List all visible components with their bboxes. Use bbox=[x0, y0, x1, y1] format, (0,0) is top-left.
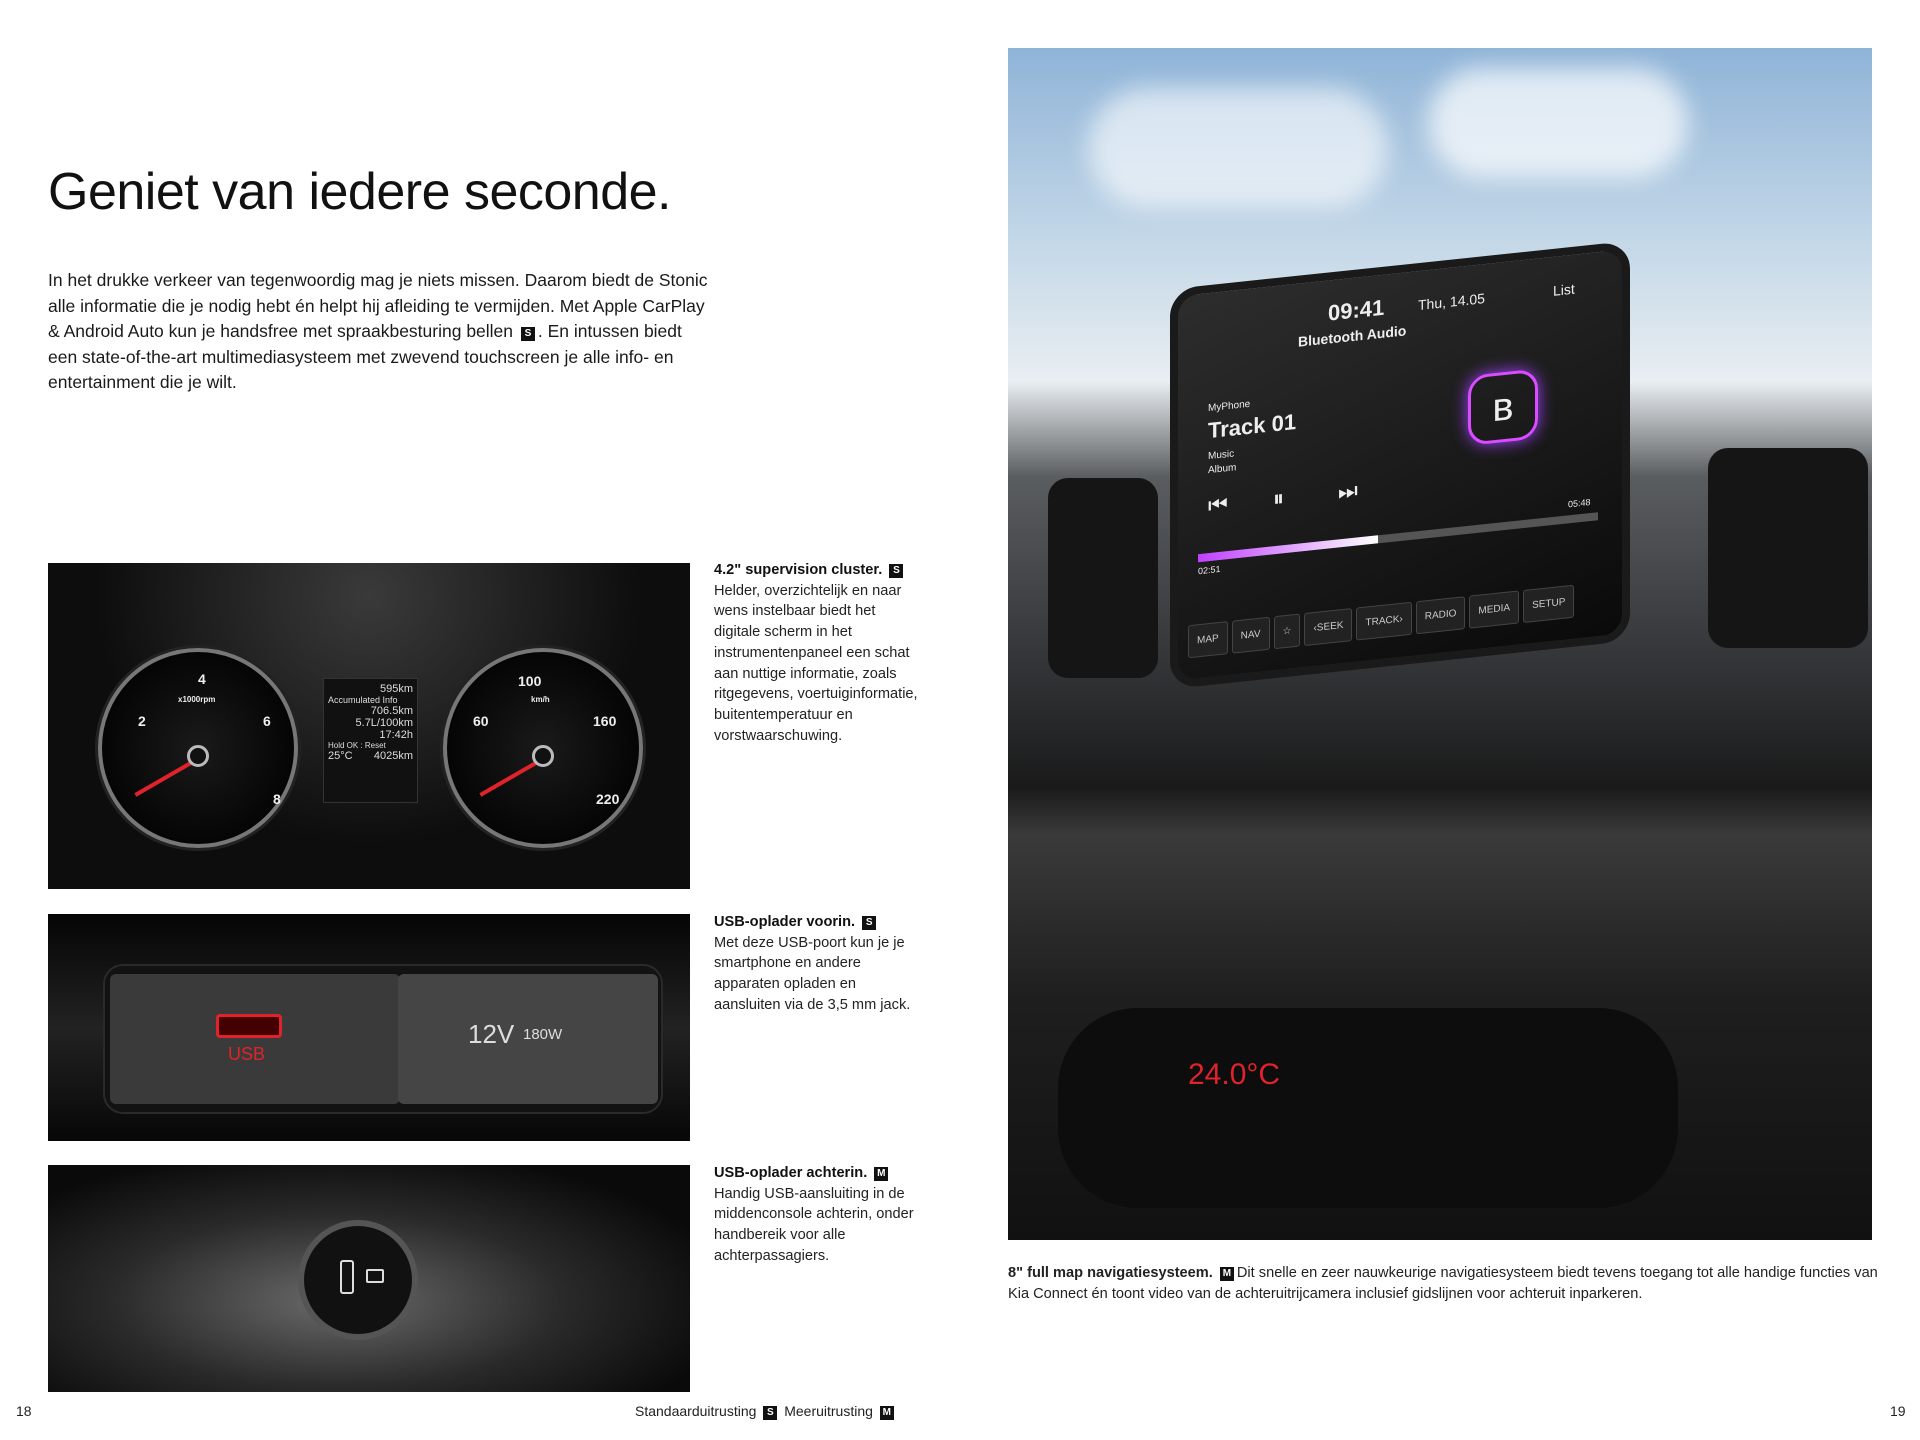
lcd-line: 595km bbox=[379, 683, 413, 695]
power-panel bbox=[398, 974, 658, 1104]
track-button[interactable]: TRACK› bbox=[1356, 601, 1412, 641]
usb-front-photo: USB 12V 180W bbox=[48, 914, 690, 1141]
intro-paragraph: In het drukke verkeer van tegenwoordig m… bbox=[48, 268, 708, 396]
radio-button[interactable]: RADIO bbox=[1415, 596, 1466, 635]
intro-text: In het drukke verkeer van tegenwoordig m… bbox=[48, 270, 708, 341]
setup-button[interactable]: SETUP bbox=[1523, 584, 1575, 624]
screen-device: MyPhone bbox=[1208, 398, 1251, 415]
usb-rear-photo bbox=[48, 1165, 690, 1392]
usb-label: USB bbox=[228, 1044, 266, 1064]
usb-rear-socket bbox=[298, 1220, 418, 1340]
favorite-button[interactable]: ☆ bbox=[1273, 613, 1301, 650]
speed-unit: km/h bbox=[531, 695, 550, 704]
list-button[interactable]: List bbox=[1553, 280, 1575, 299]
infotainment-screen[interactable]: 09:41 Thu, 14.05 List Bluetooth Audio My… bbox=[1170, 240, 1630, 690]
air-vent-left bbox=[1048, 478, 1158, 678]
lcd-line: 17:42h bbox=[379, 729, 413, 741]
rpm-label: 6 bbox=[263, 713, 271, 729]
lcd-line: 25°C 4025km bbox=[328, 750, 413, 762]
feature-text: Handig USB-aansluiting in de middenconso… bbox=[714, 1185, 914, 1264]
total-time: 05:48 bbox=[1568, 496, 1591, 510]
speed-label: 100 bbox=[518, 673, 542, 689]
rpm-label: 2 bbox=[138, 713, 146, 729]
legend-standard: Standaarduitrusting bbox=[635, 1403, 757, 1419]
standard-badge: S bbox=[862, 916, 877, 930]
media-button[interactable]: MEDIA bbox=[1469, 590, 1520, 629]
cloud bbox=[1088, 88, 1388, 208]
elapsed-time: 02:51 bbox=[1198, 563, 1221, 577]
standard-badge: S bbox=[889, 564, 904, 578]
page-number-right: 19 bbox=[1890, 1403, 1906, 1419]
standard-badge: S bbox=[520, 327, 535, 341]
feature-text: Met deze USB-poort kun je je smartphone … bbox=[714, 934, 911, 1013]
lcd-line: 5.7L/100km bbox=[355, 717, 413, 729]
screen-source: Bluetooth Audio bbox=[1298, 322, 1407, 350]
feature-text: Helder, overzichtelijk en naar wens inst… bbox=[714, 582, 918, 744]
page-title: Geniet van iedere seconde. bbox=[48, 163, 671, 221]
power-label: 12V bbox=[468, 1019, 515, 1049]
speed-label: 220 bbox=[596, 791, 620, 807]
usb-panel bbox=[110, 974, 400, 1104]
rpm-hub bbox=[187, 745, 209, 767]
legend: Standaarduitrusting S Meeruitrusting M bbox=[635, 1403, 897, 1420]
usb-port-icon bbox=[340, 1260, 354, 1294]
speed-hub bbox=[532, 745, 554, 767]
cloud bbox=[1428, 68, 1688, 178]
intro-text-2: . En intussen biedt een state-of-the-art… bbox=[48, 321, 682, 392]
lcd-line: 706.5km bbox=[370, 705, 413, 717]
progress-bar[interactable] bbox=[1198, 512, 1598, 563]
charging-icon bbox=[366, 1269, 384, 1283]
page-number-left: 18 bbox=[16, 1403, 32, 1419]
next-track-icon[interactable]: ⏭ bbox=[1338, 477, 1358, 505]
map-button[interactable]: MAP bbox=[1188, 621, 1228, 659]
screen-artist: Music bbox=[1208, 448, 1235, 463]
cluster-photo: 4 2 6 8 x1000rpm 595km Accumulated Info … bbox=[48, 563, 690, 889]
rpm-label: 8 bbox=[273, 791, 281, 807]
optional-badge: M bbox=[874, 1167, 889, 1181]
nav-button[interactable]: NAV bbox=[1231, 616, 1270, 654]
speed-label: 160 bbox=[593, 713, 617, 729]
climate-panel bbox=[1058, 1008, 1678, 1208]
seek-button[interactable]: ‹SEEK bbox=[1304, 607, 1353, 647]
pause-icon[interactable]: ⏸ bbox=[1273, 485, 1285, 512]
lcd-line: Hold OK : Reset bbox=[328, 741, 386, 750]
rpm-label: 4 bbox=[198, 671, 206, 687]
optional-badge: M bbox=[879, 1406, 894, 1420]
screen-time: 09:41 bbox=[1328, 294, 1385, 326]
watt-label: 180W bbox=[523, 1026, 563, 1043]
rpm-unit: x1000rpm bbox=[178, 695, 216, 704]
screen-track: Track 01 bbox=[1208, 408, 1297, 444]
screen-album: Album bbox=[1208, 462, 1237, 477]
cluster-lcd: 595km Accumulated Info 706.5km 5.7L/100k… bbox=[323, 678, 418, 803]
standard-badge: S bbox=[763, 1406, 778, 1420]
optional-badge: M bbox=[1219, 1267, 1234, 1281]
screen-date: Thu, 14.05 bbox=[1418, 290, 1485, 314]
climate-temp: 24.0°C bbox=[1188, 1058, 1281, 1091]
bluetooth-icon: ʙ bbox=[1468, 368, 1538, 446]
prev-track-icon[interactable]: ⏮ bbox=[1208, 491, 1228, 519]
hard-buttons: MAP NAV ☆ ‹SEEK TRACK› RADIO MEDIA SETUP bbox=[1188, 584, 1575, 659]
air-vent-right bbox=[1708, 448, 1868, 648]
usb-port-icon bbox=[216, 1014, 282, 1038]
nav-caption-text: Dit snelle en zeer nauwkeurige navigatie… bbox=[1008, 1265, 1878, 1302]
speed-label: 60 bbox=[473, 713, 489, 729]
legend-optional: Meeruitrusting bbox=[784, 1403, 873, 1419]
lcd-line: Accumulated Info bbox=[328, 695, 398, 705]
